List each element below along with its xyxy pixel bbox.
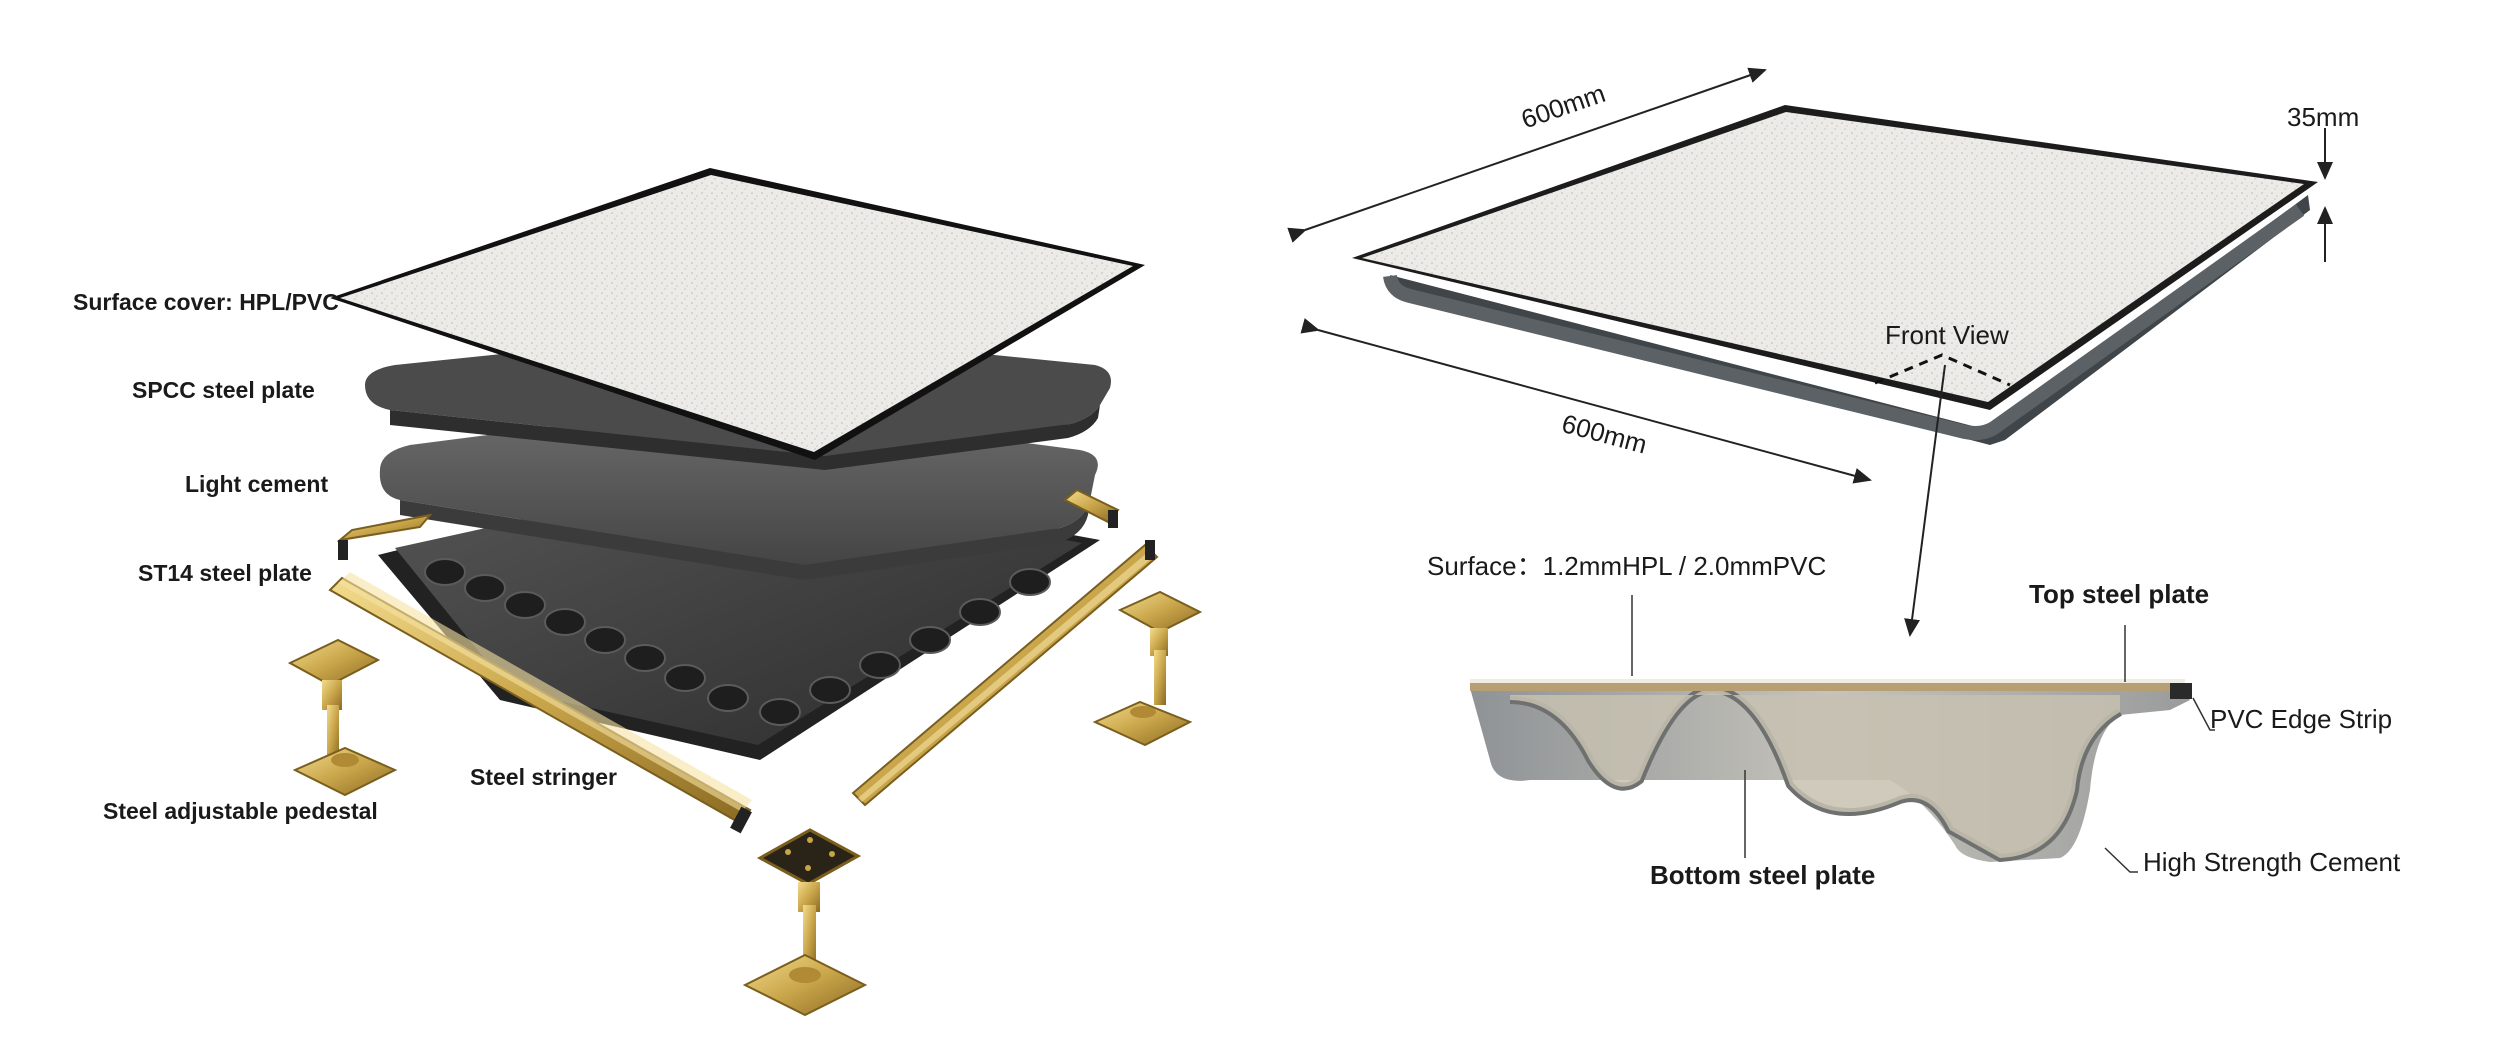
label-surface-cover: Surface cover: HPL/PVC <box>73 289 339 315</box>
cross-section-view <box>1470 679 2192 863</box>
label-top-steel-plate: Top steel plate <box>2029 579 2210 609</box>
front-view-marker <box>1874 353 2011 637</box>
label-high-strength-cement: High Strength Cement <box>2143 847 2401 877</box>
label-spcc-steel-plate: SPCC steel plate <box>132 377 315 403</box>
width-dimension-arrow <box>1287 67 1767 243</box>
label-front-view: Front View <box>1885 320 2009 350</box>
label-surface-spec: Surface：1.2mmHPL / 2.0mmPVC <box>1427 551 1827 581</box>
depth-dimension-arrow <box>1300 318 1872 484</box>
label-steel-adjustable-pedestal: Steel adjustable pedestal <box>103 798 378 824</box>
label-bottom-steel-plate: Bottom steel plate <box>1650 860 1876 890</box>
label-st14-steel-plate: ST14 steel plate <box>138 560 312 586</box>
tray-dimples <box>424 558 1051 726</box>
label-steel-stringer: Steel stringer <box>470 764 617 790</box>
panel-3d-view <box>1352 105 2318 445</box>
steel-stringers <box>328 488 1159 834</box>
surface-cover-tile <box>330 168 1145 460</box>
label-height-dimension: 35mm <box>2287 102 2360 132</box>
steel-adjustable-pedestals <box>287 590 1203 1017</box>
label-pvc-edge-strip: PVC Edge Strip <box>2210 704 2393 734</box>
cross-section-leaders <box>1631 595 2215 873</box>
label-light-cement: Light cement <box>185 471 329 497</box>
